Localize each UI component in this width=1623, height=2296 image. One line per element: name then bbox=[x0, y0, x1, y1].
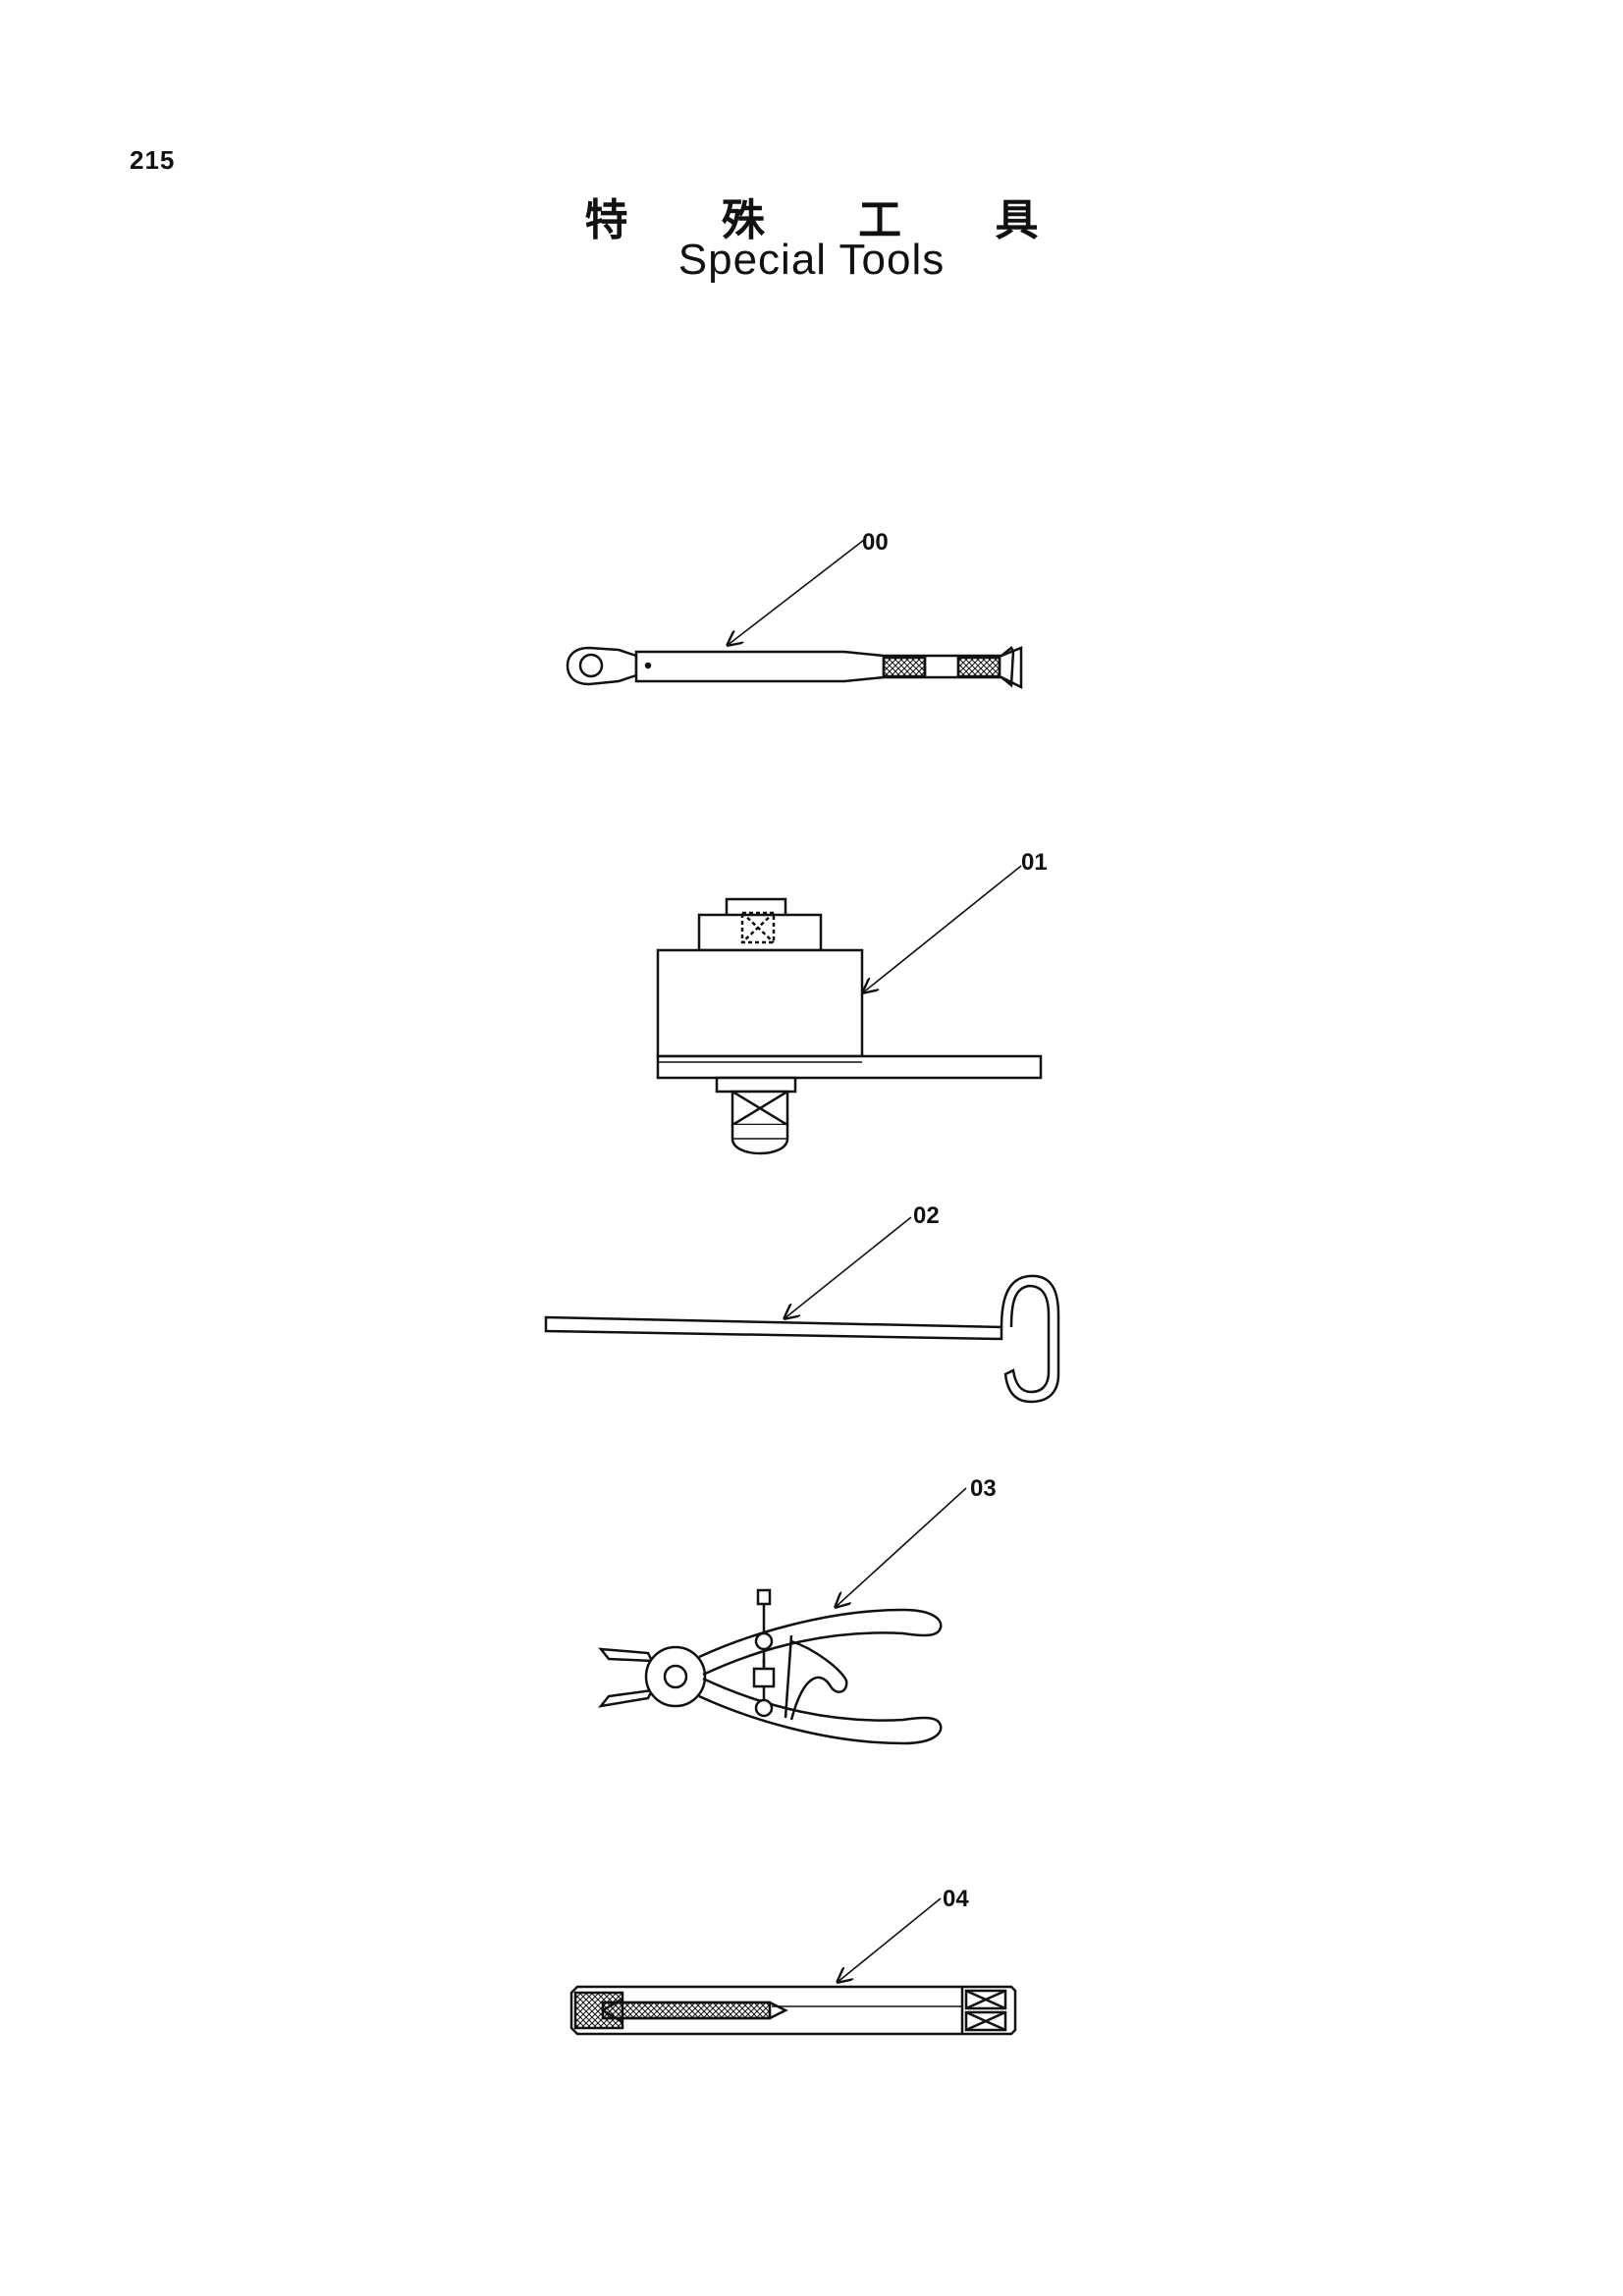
callout-01: 01 bbox=[1021, 849, 1048, 876]
thread-tap-icon bbox=[569, 1985, 1017, 2036]
callout-02: 02 bbox=[913, 1202, 940, 1229]
tool-04: 04 bbox=[569, 1886, 1017, 2036]
snap-ring-pliers-icon bbox=[597, 1588, 943, 1745]
torque-wrench-icon bbox=[566, 646, 1023, 690]
torque-multiplier-icon bbox=[656, 897, 1043, 1155]
hook-rod-icon bbox=[544, 1274, 1060, 1404]
callout-04: 04 bbox=[943, 1886, 969, 1912]
callout-00: 00 bbox=[862, 529, 889, 556]
tool-02: 02 bbox=[544, 1202, 1060, 1404]
callout-03: 03 bbox=[970, 1475, 997, 1502]
page-title-english: Special Tools bbox=[677, 236, 946, 284]
tool-03: 03 bbox=[597, 1475, 997, 1745]
page-number: 215 bbox=[130, 145, 176, 175]
page-title-japanese: 特 殊 工 具 bbox=[584, 195, 1078, 245]
tool-00: 00 bbox=[566, 529, 1023, 690]
tool-01: 01 bbox=[656, 849, 1048, 1155]
